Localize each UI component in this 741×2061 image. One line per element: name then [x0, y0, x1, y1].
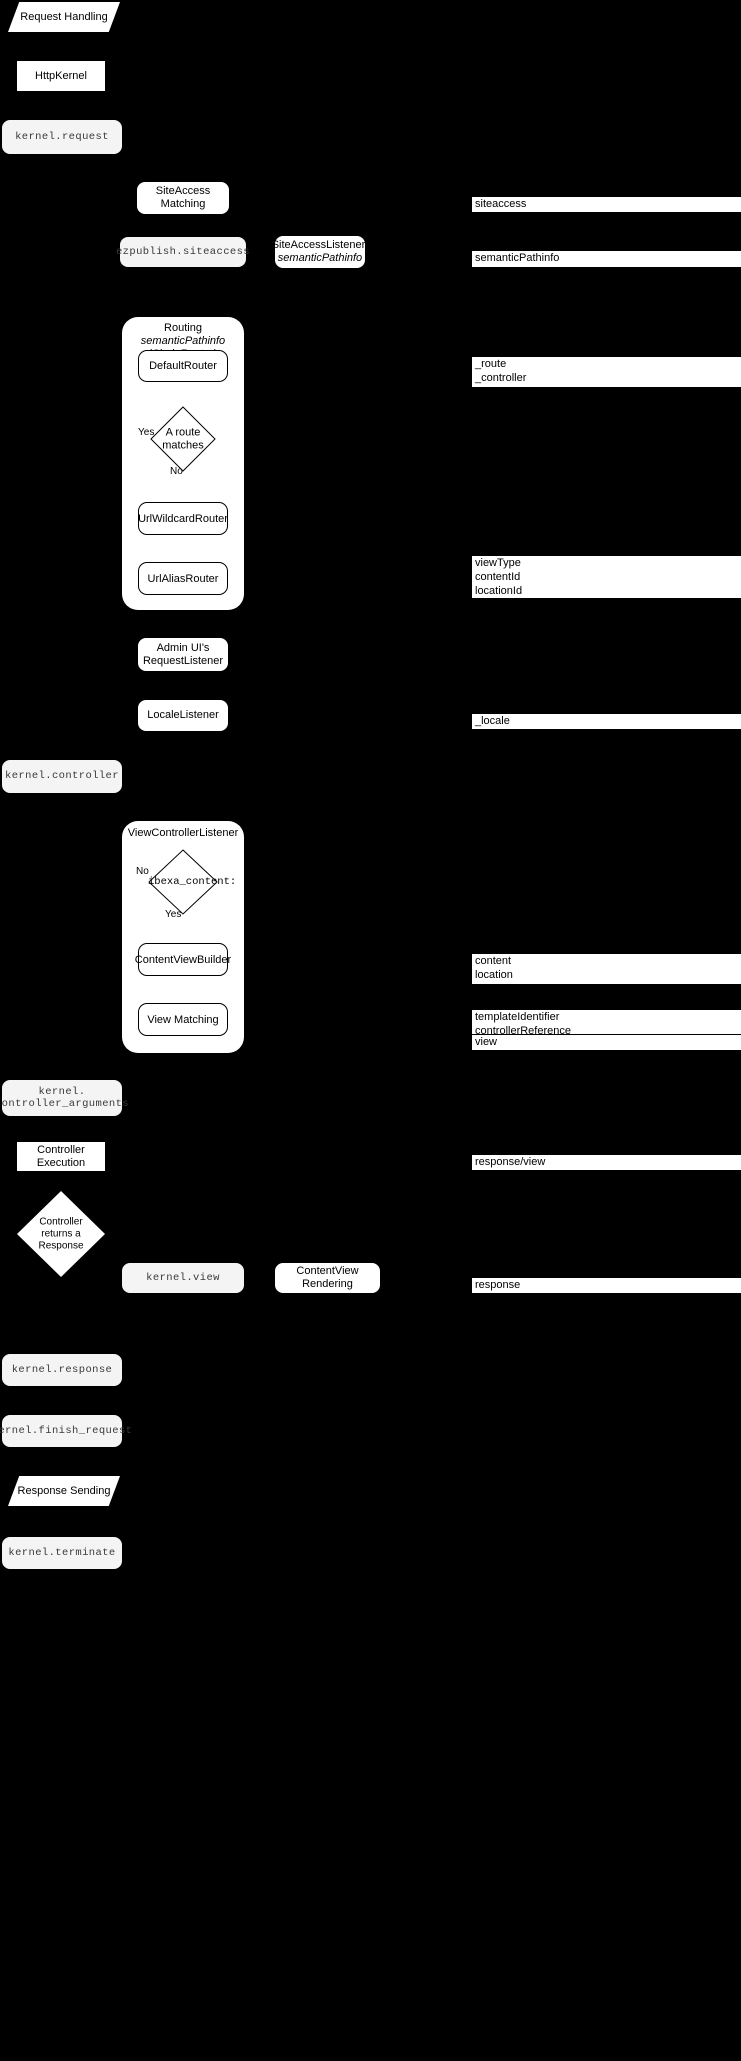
routing-title-italic: semanticPathinfo [140, 335, 226, 348]
attr-template-controller-line-0: templateIdentifier [475, 1011, 560, 1023]
event-kernel-controller[interactable]: kernel.controller [2, 760, 122, 793]
attr-content-location-line-0: content [475, 955, 512, 967]
edge-label-route-no: No [170, 466, 183, 477]
step-view-matching[interactable]: View Matching [138, 1003, 228, 1036]
controller-decision-line3: Response [38, 1239, 84, 1251]
edge-label-ibexa-no: No [136, 866, 149, 877]
siteaccess-listener-line1: SiteAccessListener: [271, 239, 369, 252]
attr-view-line-0: view [475, 1036, 498, 1048]
attr-locale-line-0: _locale [475, 715, 510, 727]
group-view-controller-listener-title: ViewControllerListener [127, 827, 239, 839]
step-url-alias-router[interactable]: UrlAliasRouter [138, 562, 228, 595]
attr-siteaccess-line-0: siteaccess [475, 198, 527, 210]
edge-label-ibexa-yes: Yes [165, 909, 182, 920]
attr-route-controller-line-1: _controller [475, 371, 527, 384]
admin-ui-line2: RequestListener [142, 654, 224, 667]
routing-title-prefix: Routing [164, 322, 202, 334]
event-ezpublish-siteaccess[interactable]: ezpublish.siteaccess [116, 237, 250, 267]
attr-template-controller-line-1: controllerReference [475, 1024, 571, 1037]
siteaccess-listener-line2: semanticPathinfo [277, 252, 363, 264]
attr-semantic-pathinfo: semanticPathinfo [471, 250, 741, 268]
attr-view-ids: viewType contentId locationId [471, 555, 741, 599]
event-kernel-finish-request[interactable]: kernel.finish_request [0, 1415, 132, 1447]
node-admin-ui-request-listener[interactable]: Admin UI's RequestListener [138, 638, 228, 671]
controller-decision-line1: Controller [39, 1216, 83, 1228]
attr-view-ids-line-0: viewType [475, 557, 521, 569]
node-controller-execution[interactable]: Controller Execution [16, 1141, 106, 1172]
decision-diamond-shape [148, 849, 218, 915]
controller-returns-response-label: Controller returns a Response [17, 1216, 105, 1251]
node-siteaccess-matching[interactable]: SiteAccess Matching [137, 182, 229, 214]
step-url-wildcard-router[interactable]: UrlWildcardRouter [138, 502, 228, 535]
event-kernel-response[interactable]: kernel.response [2, 1354, 122, 1386]
step-content-view-builder[interactable]: ContentViewBuilder [135, 943, 231, 976]
attr-response-line-0: response [475, 1279, 521, 1291]
event-kernel-view[interactable]: kernel.view [122, 1263, 244, 1293]
attr-response-view: response/view [471, 1154, 741, 1171]
attr-content-location-line-1: location [475, 968, 513, 981]
admin-ui-line1: Admin UI's [156, 641, 210, 654]
decision-a-route-matches[interactable]: A route matches [150, 406, 216, 472]
node-siteaccess-listener[interactable]: SiteAccessListener: semanticPathinfo [272, 236, 368, 268]
phase-request-handling: Request Handling [8, 2, 120, 32]
event-kernel-terminate[interactable]: kernel.terminate [2, 1537, 122, 1569]
attr-view-ids-line-1: contentId [475, 570, 521, 583]
attr-response-view-line-0: response/view [475, 1156, 546, 1168]
attr-content-location: content location [471, 953, 741, 985]
edge-label-route-yes: Yes [138, 427, 155, 438]
decision-diamond-shape [150, 406, 216, 472]
attr-view-ids-line-2: locationId [475, 584, 523, 597]
node-http-kernel[interactable]: HttpKernel [16, 60, 106, 92]
node-locale-listener[interactable]: LocaleListener [138, 700, 228, 731]
attr-semantic-pathinfo-line-0: semanticPathinfo [475, 252, 560, 264]
decision-ibexa-content[interactable]: ibexa_content: [148, 849, 236, 915]
kernel-controller-arguments-line2: controller_arguments [0, 1098, 130, 1110]
node-content-view-rendering[interactable]: ContentView Rendering [275, 1263, 380, 1293]
controller-decision-line2: returns a [41, 1228, 81, 1240]
event-kernel-controller-arguments[interactable]: kernel. controller_arguments [0, 1080, 129, 1116]
step-default-router[interactable]: DefaultRouter [138, 350, 228, 382]
solid-diamond-shape [17, 1191, 105, 1277]
phase-response-sending: Response Sending [8, 1476, 120, 1506]
decision-controller-returns-response[interactable]: Controller returns a Response [17, 1191, 105, 1277]
event-kernel-request[interactable]: kernel.request [2, 120, 122, 154]
attr-siteaccess: siteaccess [471, 196, 741, 213]
attr-response: response [471, 1277, 741, 1294]
attr-view: view [471, 1034, 741, 1051]
attr-route-controller: _route _controller [471, 356, 741, 388]
attr-locale: _locale [471, 713, 741, 730]
attr-route-controller-line-0: _route [475, 358, 507, 370]
kernel-controller-arguments-line1: kernel. [38, 1085, 86, 1098]
